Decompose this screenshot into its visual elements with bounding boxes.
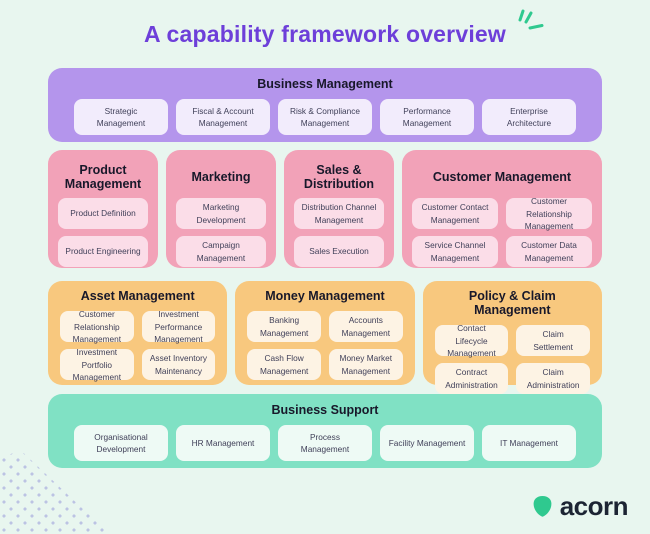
capability-card: Enterprise Architecture bbox=[482, 99, 576, 135]
section-policy-claim-management: Policy & Claim Management Contact Lifecy… bbox=[422, 281, 602, 394]
capability-card: Contract Administration bbox=[434, 363, 509, 394]
row-core-capabilities: Product Management Product Definition Pr… bbox=[48, 150, 602, 268]
capability-card: Claim Administration bbox=[516, 363, 590, 394]
section-title: Policy & Claim Management bbox=[468, 289, 556, 317]
section-product-management: Product Management Product Definition Pr… bbox=[48, 150, 158, 268]
capability-card: Fiscal & Account Management bbox=[176, 99, 270, 135]
capability-card: Investment Portfolio Management bbox=[60, 347, 134, 382]
capability-card: Product Definition bbox=[58, 198, 148, 229]
section-title: Asset Management bbox=[80, 289, 195, 303]
section-money-management: Money Management Banking Management Acco… bbox=[235, 281, 415, 385]
capability-card: IT Management bbox=[482, 425, 576, 461]
section-customer-management: Customer Management Customer Contact Man… bbox=[402, 150, 602, 268]
capability-card: Customer Relationship Management bbox=[60, 309, 134, 344]
section-title: Business Management bbox=[257, 77, 393, 91]
capability-card: Asset Inventory Maintenancy bbox=[141, 349, 216, 380]
capability-card: Campaign Management bbox=[176, 236, 266, 267]
capability-card: Marketing Development bbox=[176, 198, 266, 229]
framework-grid: Business Management Strategic Management… bbox=[48, 68, 602, 468]
capability-card: Contact Lifecycle Management bbox=[434, 323, 509, 358]
capability-card: Customer Contact Management bbox=[412, 198, 498, 229]
capability-card: Accounts Management bbox=[328, 311, 403, 342]
section-business-support: Business Support Organisational Developm… bbox=[48, 394, 602, 468]
capability-card: Cash Flow Management bbox=[247, 349, 321, 380]
section-title: Customer Management bbox=[432, 170, 572, 184]
capability-card: Sales Execution bbox=[294, 236, 384, 267]
capability-card: Organisational Development bbox=[74, 425, 168, 461]
section-title: Business Support bbox=[271, 403, 379, 417]
capability-card: Performance Management bbox=[380, 99, 474, 135]
capability-card: Risk & Compliance Management bbox=[278, 99, 372, 135]
capability-card: Money Market Management bbox=[328, 349, 403, 380]
section-title: Sales & Distribution bbox=[303, 163, 375, 191]
page-title: A capability framework overview bbox=[144, 21, 506, 47]
brand-name: acorn bbox=[559, 491, 629, 521]
capability-card: Customer Relationship Management bbox=[506, 196, 592, 231]
capability-card: Facility Management bbox=[380, 425, 474, 461]
section-asset-management: Asset Management Customer Relationship M… bbox=[48, 281, 228, 385]
section-title: Marketing bbox=[191, 170, 251, 184]
acorn-icon bbox=[533, 496, 552, 517]
capability-card: HR Management bbox=[176, 425, 270, 461]
capability-card: Distribution Channel Management bbox=[294, 198, 384, 229]
capability-card: Product Engineering bbox=[58, 236, 148, 267]
capability-card: Claim Settlement bbox=[516, 325, 590, 356]
section-title: Product Management bbox=[64, 163, 142, 191]
capability-card: Process Management bbox=[278, 425, 372, 461]
row-finance-capabilities: Asset Management Customer Relationship M… bbox=[48, 281, 602, 394]
capability-card: Strategic Management bbox=[74, 99, 168, 135]
section-sales-distribution: Sales & Distribution Distribution Channe… bbox=[284, 150, 394, 268]
capability-card: Investment Performance Management bbox=[141, 309, 216, 344]
capability-card: Service Channel Management bbox=[412, 236, 498, 267]
capability-card: Customer Data Management bbox=[506, 236, 592, 267]
section-business-management: Business Management Strategic Management… bbox=[48, 68, 602, 142]
brand-logo: acorn bbox=[532, 491, 629, 522]
sparkle-icon bbox=[518, 9, 544, 30]
section-title: Money Management bbox=[265, 289, 385, 303]
section-marketing: Marketing Marketing Development Campaign… bbox=[166, 150, 276, 268]
capability-card: Banking Management bbox=[247, 311, 321, 342]
title-row: A capability framework overview bbox=[0, 9, 650, 48]
